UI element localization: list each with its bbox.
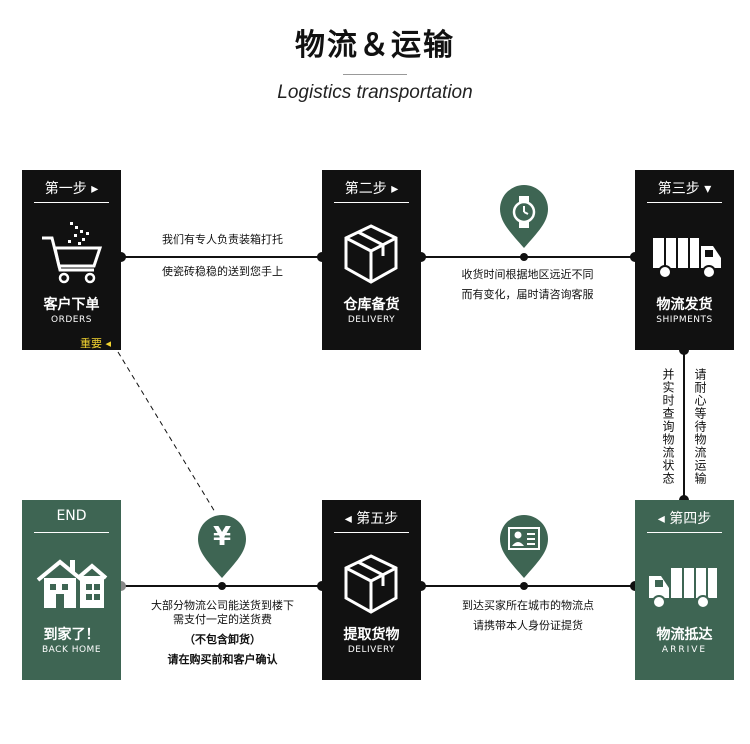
title-divider — [343, 74, 407, 75]
note-line: （不包含卸货） — [184, 633, 261, 646]
step-label: 到家了！ — [43, 627, 100, 643]
note-receiving-time: 收货时间根据地区远近不同 而有变化，届时请咨询客服 — [430, 265, 625, 305]
note-pickup: 到达买家所在城市的物流点 请携带本人身份证提货 — [428, 596, 628, 636]
card-divider — [647, 202, 722, 203]
note-line: 需支付一定的送货费 — [173, 613, 272, 626]
shopping-cart-icon — [42, 222, 103, 284]
step-heading: ◂ 第五步 — [344, 511, 399, 527]
step-sublabel: BACK HOME — [41, 645, 102, 655]
note-packing: 我们有专人负责装箱打托 使瓷砖稳稳的送到您手上 — [130, 230, 315, 282]
step-sublabel: DELIVERY — [347, 315, 396, 325]
card-divider — [334, 202, 409, 203]
yen-icon: ¥ — [212, 522, 232, 552]
end-card: END 到家了！ BACK HOME — [22, 500, 121, 680]
step-sublabel: DELIVERY — [347, 645, 396, 655]
note-wait-shipping: 请耐心等待物流运输 — [693, 368, 707, 485]
step-sublabel: ORDERS — [51, 315, 92, 325]
step-heading: 第二步 ▸ — [344, 181, 399, 197]
card-divider — [647, 532, 722, 533]
house-icon — [36, 559, 108, 608]
connector-dot — [520, 582, 528, 590]
watch-pin — [500, 185, 548, 248]
yen-pin — [198, 515, 246, 578]
step-sublabel: SHIPMENTS — [656, 315, 713, 325]
page-title: 物流＆运输 — [295, 28, 455, 63]
step-label: 物流发货 — [656, 297, 713, 313]
note-line: 我们有专人负责装箱打托 — [162, 233, 283, 246]
step-heading: 第三步 ▾ — [657, 181, 712, 197]
card-divider — [34, 532, 109, 533]
note-line: 到达买家所在城市的物流点 — [462, 599, 594, 612]
step-label: 物流抵达 — [656, 627, 713, 643]
connector-dot — [520, 253, 528, 261]
step-sublabel: ARRIVE — [661, 645, 708, 655]
step-heading: 第一步 ▸ — [44, 181, 99, 197]
note-track-status: 并实时查询物流状态 — [661, 368, 675, 485]
step-label: 提取货物 — [343, 627, 400, 643]
watch-icon — [512, 196, 536, 228]
package-box-icon — [344, 224, 398, 284]
step-label: 客户下单 — [43, 297, 100, 313]
package-box-icon — [344, 554, 398, 614]
note-line: 请携带本人身份证提货 — [473, 619, 583, 632]
delivery-truck-icon — [649, 568, 717, 609]
card-divider — [34, 202, 109, 203]
note-delivery-fee: 大部分物流公司能送货到楼下 需支付一定的送货费 （不包含卸货） 请在购买前和客户… — [130, 596, 315, 670]
step-five-card: ◂ 第五步 提取货物 DELIVERY — [322, 500, 421, 680]
important-badge: 重要 ◂ — [80, 337, 112, 350]
step-one-card: 第一步 ▸ 客户下单 ORDERS — [22, 170, 121, 350]
card-divider — [334, 532, 409, 533]
note-line: 大部分物流公司能送货到楼下 — [151, 599, 294, 612]
note-line: 收货时间根据地区远近不同 — [461, 268, 594, 281]
step-label: 仓库备货 — [343, 297, 400, 313]
id-card-icon — [508, 527, 540, 550]
step-four-card: ◂ 第四步 物流抵达 ARRIVE — [635, 500, 734, 680]
id-card-pin — [500, 515, 548, 578]
page-subtitle: Logistics transportation — [277, 82, 473, 103]
delivery-truck-icon — [653, 238, 721, 279]
step-heading: ◂ 第四步 — [657, 511, 712, 527]
step-three-card: 第三步 ▾ 物流发货 SHIPMENTS — [635, 170, 734, 350]
connector-dot — [218, 582, 226, 590]
note-line: 而有变化，届时请咨询客服 — [461, 288, 594, 301]
step-two-card: 第二步 ▸ 仓库备货 DELIVERY — [322, 170, 421, 350]
step-heading: END — [56, 508, 87, 524]
note-line: 使瓷砖稳稳的送到您手上 — [162, 265, 283, 278]
note-line: 请在购买前和客户确认 — [167, 653, 278, 666]
